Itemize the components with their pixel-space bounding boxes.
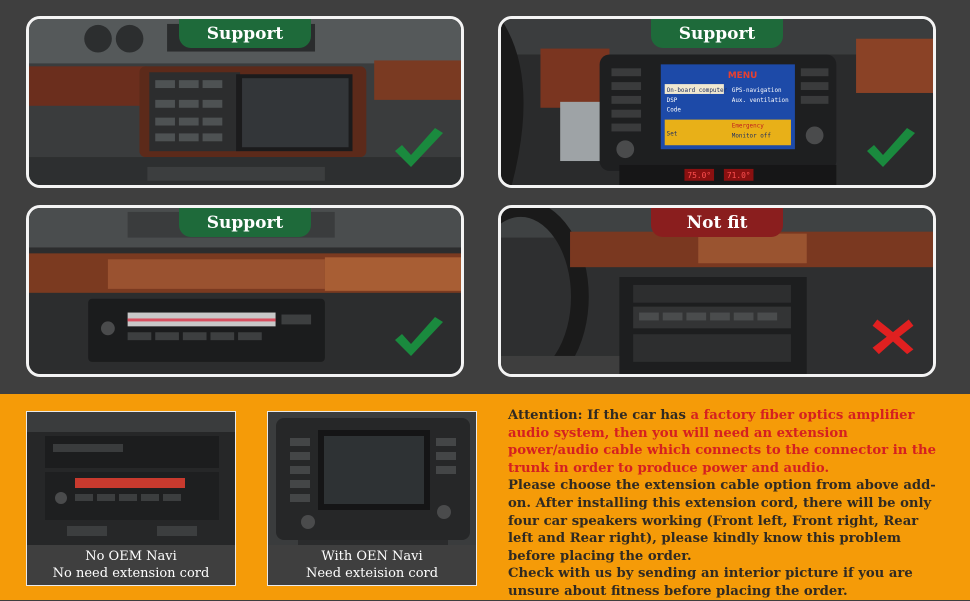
temp-right: 71.0° [727, 171, 751, 180]
nav-item: Aux. ventilation [732, 98, 789, 104]
check-with-us-note: Check with us by sending an interior pic… [508, 566, 913, 599]
support-badge: Support [179, 19, 311, 48]
nav-menu-title: MENU [728, 71, 757, 81]
nav-item: Code [667, 108, 682, 114]
thumb-caption: With OEN Navi Need exteision cord [268, 545, 476, 585]
nav-item: GPS-navigation [732, 88, 782, 94]
attention-label: Attention: If the car has [508, 408, 691, 423]
temp-left: 75.0° [687, 171, 711, 180]
info-section: No OEM Navi No need extension cord With … [0, 394, 970, 600]
panel-support-1: Support [26, 16, 464, 188]
check-icon [395, 128, 443, 167]
not-fit-badge: Not fit [651, 208, 783, 237]
caption-line1: With OEN Navi [321, 549, 423, 564]
nav-item: DSP [667, 98, 678, 104]
nav-item: Emergency [732, 123, 764, 129]
thumb-no-oem-navi: No OEM Navi No need extension cord [26, 411, 236, 586]
nav-item: On-board computer [667, 88, 728, 94]
check-icon [395, 317, 443, 356]
panel-support-3: Support [26, 205, 464, 377]
support-badge: Support [651, 19, 783, 48]
attention-text: Attention: If the car has a factory fibe… [508, 407, 938, 601]
attention-highlight: a factory fiber optics amplifier audio s… [508, 408, 936, 476]
caption-line2: No need extension cord [52, 566, 210, 581]
attention-paragraph: Attention: If the car has a factory fibe… [508, 407, 938, 477]
nav-item: Set [667, 131, 678, 137]
panel-not-fit: Not fit [498, 205, 936, 377]
caption-line2: Need exteision cord [305, 566, 439, 581]
cross-icon [872, 319, 914, 355]
dashboard-photo [29, 208, 461, 374]
caption-line1: No OEM Navi [85, 549, 177, 564]
panel-support-2: MENU On-board computer DSP Code Set GPS-… [498, 16, 936, 188]
nav-item: Monitor off [732, 133, 772, 139]
check-icon [867, 128, 915, 167]
support-badge: Support [179, 208, 311, 237]
thumb-with-oem-navi: With OEN Navi Need exteision cord [267, 411, 477, 586]
thumb-caption: No OEM Navi No need extension cord [27, 545, 235, 585]
extension-cable-note: Please choose the extension cable option… [508, 478, 936, 564]
compatibility-grid: Support MENU On-board computer DSP Code … [26, 16, 936, 377]
